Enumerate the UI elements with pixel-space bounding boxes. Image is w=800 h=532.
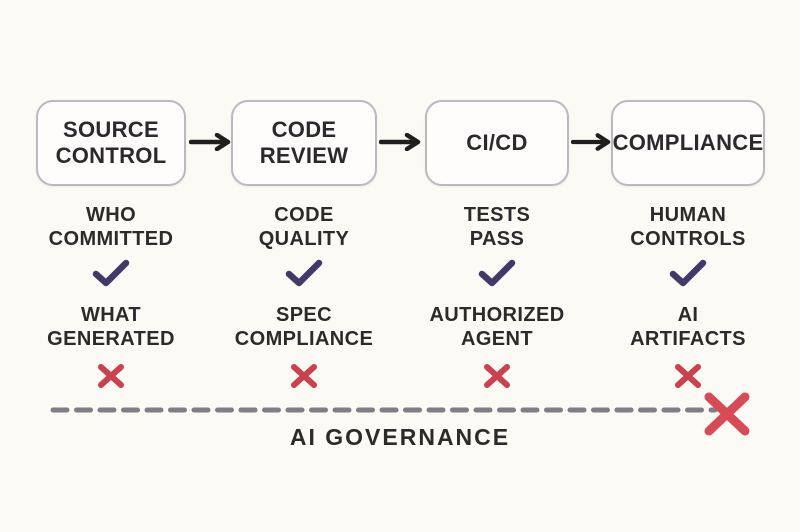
stage-box-label-line1: CODE bbox=[271, 117, 337, 142]
unverified-label-line1: AI bbox=[677, 304, 699, 326]
stage-box-compliance: COMPLIANCE bbox=[611, 100, 765, 186]
arrow-right-icon bbox=[571, 133, 611, 151]
big-x-icon bbox=[704, 392, 750, 436]
stage-column-code-review: CODE REVIEW CODE QUALITY SPEC COMPLIANCE bbox=[231, 100, 377, 389]
checkmark-icon bbox=[478, 259, 516, 287]
verified-label-line2: CONTROLS bbox=[630, 228, 746, 250]
stage-box-source-control: SOURCE CONTROL bbox=[36, 100, 186, 186]
checkmark-icon bbox=[669, 259, 707, 287]
unverified-label-line2: AGENT bbox=[460, 328, 533, 350]
verified-label: CODE QUALITY bbox=[259, 203, 350, 251]
stage-column-cicd: CI/CD TESTS PASS AUTHORIZED AGENT bbox=[425, 100, 569, 389]
verified-label-line2: PASS bbox=[469, 228, 525, 250]
stage-column-source-control: SOURCE CONTROL WHO COMMITTED WHAT GENERA… bbox=[36, 100, 186, 389]
stage-box-cicd: CI/CD bbox=[425, 100, 569, 186]
verified-label-line1: CODE bbox=[274, 204, 334, 226]
verified-label: WHO COMMITTED bbox=[49, 203, 174, 251]
checkmark-icon bbox=[92, 259, 130, 287]
unverified-label: SPEC COMPLIANCE bbox=[235, 303, 373, 351]
stage-box-code-review: CODE REVIEW bbox=[231, 100, 377, 186]
unverified-label-line2: ARTIFACTS bbox=[630, 328, 746, 350]
verified-label-line2: QUALITY bbox=[258, 228, 350, 250]
stage-box-label-line1: CI/CD bbox=[466, 130, 528, 155]
governance-boundary-dashed-line bbox=[50, 407, 718, 413]
verified-label: TESTS PASS bbox=[464, 203, 530, 251]
unverified-label-line2: GENERATED bbox=[47, 328, 175, 350]
x-icon bbox=[484, 364, 510, 388]
x-icon bbox=[98, 364, 124, 388]
verified-label-line1: WHO bbox=[85, 204, 137, 226]
x-icon bbox=[675, 364, 701, 388]
x-icon bbox=[291, 364, 317, 388]
stage-box-label-line2: REVIEW bbox=[259, 143, 349, 168]
checkmark-icon bbox=[285, 259, 323, 287]
unverified-label: AI ARTIFACTS bbox=[630, 303, 746, 351]
verified-label-line2: COMMITTED bbox=[48, 228, 174, 250]
stage-box-label-line2: CONTROL bbox=[55, 143, 167, 168]
unverified-label: WHAT GENERATED bbox=[47, 303, 175, 351]
arrow-right-icon bbox=[379, 133, 421, 151]
stage-box-label-line1: SOURCE bbox=[63, 117, 159, 142]
verified-label: HUMAN CONTROLS bbox=[630, 203, 745, 251]
ai-governance-label: AI GOVERNANCE bbox=[289, 424, 511, 450]
verified-label-line1: TESTS bbox=[463, 204, 531, 226]
arrow-right-icon bbox=[189, 133, 231, 151]
unverified-label-line1: AUTHORIZED bbox=[429, 304, 565, 326]
stage-column-compliance: COMPLIANCE HUMAN CONTROLS AI ARTIFACTS bbox=[611, 100, 765, 389]
unverified-label-line2: COMPLIANCE bbox=[234, 328, 374, 350]
stage-box-label-line1: COMPLIANCE bbox=[612, 130, 764, 155]
unverified-label-line1: WHAT bbox=[80, 304, 142, 326]
verified-label-line1: HUMAN bbox=[649, 204, 727, 226]
unverified-label-line1: SPEC bbox=[275, 304, 333, 326]
unverified-label: AUTHORIZED AGENT bbox=[429, 303, 564, 351]
